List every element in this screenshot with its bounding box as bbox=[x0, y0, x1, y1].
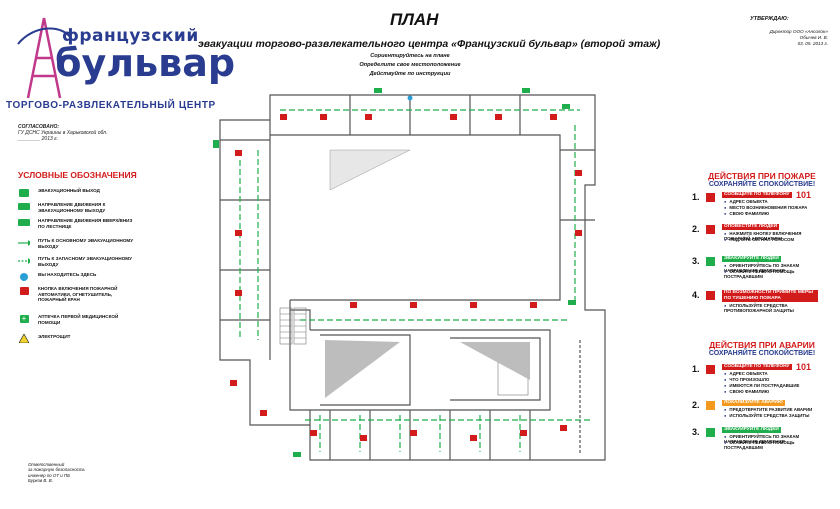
agreed-label: СОГЛАСОВАНО: bbox=[18, 124, 59, 130]
exit-direction-icon bbox=[18, 202, 30, 211]
main-route-arrow-icon bbox=[18, 238, 30, 247]
legend-item: КНОПКА ВКЛЮЧЕНИЯ ПОЖАРНОЙ АВТОМАТИКИ, ОГ… bbox=[18, 286, 138, 303]
fire-step-number: 3. bbox=[692, 256, 700, 266]
phone-icon bbox=[706, 193, 715, 202]
accident-actions-subtitle: СОХРАНЯЙТЕ СПОКОЙСТВИЕ! bbox=[708, 350, 816, 357]
fire-extinguisher-icon bbox=[706, 291, 715, 300]
logo-text-bottom: бульвар bbox=[55, 41, 236, 85]
fire-actions-subtitle: СОХРАНЯЙТЕ СПОКОЙСТВИЕ! bbox=[708, 181, 816, 188]
fire-step-item: ОКАЖИТЕ ПЕРВУЮ ПОМОЩЬ ПОСТРАДАВШИМ bbox=[724, 269, 824, 280]
fire-step-item: ИСПОЛЬЗУЙТЕ СРЕДСТВА ПРОТИВОПОЖАРНОЙ ЗАЩ… bbox=[724, 303, 824, 314]
fire-step-item: СВОЮ ФАМИЛИЮ bbox=[724, 211, 824, 216]
warning-icon bbox=[706, 401, 715, 410]
plan-subtitle: эвакуации торгово-развлекательного центр… bbox=[198, 38, 661, 50]
accident-step-item: ОКАЖИТЕ ПЕРВУЮ ПОМОЩЬ ПОСТРАДАВШИМ bbox=[724, 440, 824, 451]
accident-step-number: 2. bbox=[692, 400, 700, 410]
legend-item-label: АПТЕЧКА ПЕРВОЙ МЕДИЦИНСКОЙ ПОМОЩИ bbox=[38, 314, 119, 325]
exit-icon bbox=[706, 257, 715, 266]
legend-item: ПУТЬ К ЗАПАСНОМУ ЭВАКУАЦИОННОМУ ВЫХОДУ bbox=[18, 256, 138, 267]
legend-title: УСЛОВНЫЕ ОБОЗНАЧЕНИЯ bbox=[18, 170, 137, 180]
approve-name: Обычев И. В. bbox=[799, 35, 828, 40]
legend-item-label: ЭЛЕКТРОЩИТ bbox=[38, 334, 71, 339]
accident-step-item: ЧТО ПРОИЗОШЛО bbox=[724, 377, 824, 382]
agreed-org: ГУ ДСНС Украины в Харьковской обл. bbox=[18, 130, 108, 136]
legend-item: ЭВАКУАЦИОННЫЙ ВЫХОД bbox=[18, 188, 138, 197]
accident-step-number: 1. bbox=[692, 364, 700, 374]
stairs-up-icon bbox=[18, 218, 30, 227]
fire-step-item: ПОДАЙТЕ СИГНАЛ ГОЛОСОМ bbox=[724, 237, 824, 242]
responsible-block: Ответственный за пожарную безопасность и… bbox=[28, 462, 88, 484]
legend-item-label: ПУТЬ К ОСНОВНОМУ ЭВАКУАЦИОННОМУ ВЫХОДУ bbox=[38, 238, 134, 249]
fire-step-heading: ПО ВОЗМОЖНОСТИ ПРИМИТЕ МЕРЫ ПО ТУШЕНИЮ П… bbox=[722, 290, 818, 302]
responsible-line-2: за пожарную безопасность bbox=[28, 467, 85, 473]
logo-subtitle: ТОРГОВО-РАЗВЛЕКАТЕЛЬНЫЙ ЦЕНТР bbox=[6, 100, 216, 111]
first-aid-icon bbox=[706, 428, 715, 437]
approve-block: Директор ООО «Ансолон» Обычев И. В. 03. … bbox=[748, 29, 828, 47]
legend-item-label: ПУТЬ К ЗАПАСНОМУ ЭВАКУАЦИОННОМУ ВЫХОДУ bbox=[38, 256, 132, 267]
legend-item-label: КНОПКА ВКЛЮЧЕНИЯ ПОЖАРНОЙ АВТОМАТИКИ, ОГ… bbox=[38, 286, 118, 303]
approve-label: УТВЕРЖДАЮ: bbox=[750, 16, 789, 22]
fire-step-heading: СООБЩИТЕ ПО ТЕЛЕФОНУ bbox=[722, 192, 792, 198]
accident-actions-title: ДЕЙСТВИЯ ПРИ АВАРИИ bbox=[709, 340, 815, 350]
legend-item: ВЫ НАХОДИТЕСЬ ЗДЕСЬ bbox=[18, 272, 138, 281]
accident-step-number: 3. bbox=[692, 427, 700, 437]
legend-item-label: ВЫ НАХОДИТЕСЬ ЗДЕСЬ bbox=[38, 272, 97, 277]
legend-item-label: НАПРАВЛЕНИЕ ДВИЖЕНИЯ К ЭВАКУАЦИОННОМУ ВЫ… bbox=[38, 202, 106, 213]
instruction-2: Определите свое местоположение bbox=[359, 62, 461, 68]
accident-step-item: СВОЮ ФАМИЛИЮ bbox=[724, 389, 824, 394]
legend-item-label: НАПРАВЛЕНИЕ ДВИЖЕНИЯ ВВЕРХ/ВНИЗ ПО ЛЕСТН… bbox=[38, 218, 133, 229]
accident-step-item: ПРЕДОТВРАТИТЕ РАЗВИТИЕ АВАРИИ bbox=[724, 407, 824, 412]
accident-step-item: АДРЕС ОБЪЕКТА bbox=[724, 371, 824, 376]
fire-step-number: 1. bbox=[692, 192, 700, 202]
instruction-1: Сориентируйтесь на плане bbox=[370, 53, 450, 59]
responsible-line-4: Бурков В. В. bbox=[28, 478, 53, 484]
you-are-here-icon bbox=[18, 272, 30, 281]
fire-step-number: 4. bbox=[692, 290, 700, 300]
accident-step-item: ИМЕЮТСЯ ЛИ ПОСТРАДАВШИЕ bbox=[724, 383, 824, 388]
fire-step-item: АДРЕС ОБЪЕКТА bbox=[724, 199, 824, 204]
accident-step-item: ИСПОЛЬЗУЙТЕ СРЕДСТВА ЗАЩИТЫ bbox=[724, 413, 824, 418]
fire-step-number: 2. bbox=[692, 224, 700, 234]
fire-phone-number: 101 bbox=[796, 190, 812, 200]
accident-phone-number: 101 bbox=[796, 362, 812, 372]
logo-text-top: французский bbox=[62, 26, 199, 46]
eiffel-logo-icon bbox=[17, 17, 73, 99]
legend-item: ЭЛЕКТРОЩИТ bbox=[18, 334, 138, 343]
floor-plan bbox=[213, 88, 606, 461]
legend-item: НАПРАВЛЕНИЕ ДВИЖЕНИЯ К ЭВАКУАЦИОННОМУ ВЫ… bbox=[18, 202, 138, 213]
exit-icon bbox=[18, 188, 30, 197]
spare-route-arrow-icon bbox=[18, 256, 30, 265]
fire-step-heading: ЭВАКУИРУЙТЕ ЛЮДЕЙ bbox=[722, 256, 781, 262]
legend-item: НАПРАВЛЕНИЕ ДВИЖЕНИЯ ВВЕРХ/ВНИЗ ПО ЛЕСТН… bbox=[18, 218, 138, 229]
accident-step-heading: ЭВАКУИРУЙТЕ ЛЮДЕЙ bbox=[722, 427, 781, 433]
responsible-line-3: инженер по ОТ и ПБ bbox=[28, 472, 70, 478]
approve-date: 03. 05. 2013 г. bbox=[797, 41, 828, 46]
first-aid-icon: + bbox=[18, 314, 30, 323]
fire-step-item: МЕСТО ВОЗНИКНОВЕНИЯ ПОЖАРА bbox=[724, 205, 824, 210]
alarm-icon bbox=[706, 225, 715, 234]
agreed-block: СОГЛАСОВАНО: ГУ ДСНС Украины в Харьковск… bbox=[18, 124, 108, 142]
fire-actions-title: ДЕЙСТВИЯ ПРИ ПОЖАРЕ bbox=[708, 171, 816, 181]
electric-hazard-icon bbox=[18, 334, 30, 343]
accident-step-heading: СООБЩИТЕ ПО ТЕЛЕФОНУ bbox=[722, 364, 792, 370]
approve-position: Директор ООО «Ансолон» bbox=[769, 29, 828, 34]
agreed-date: ________ 2013 г. bbox=[18, 136, 59, 142]
legend-item: + АПТЕЧКА ПЕРВОЙ МЕДИЦИНСКОЙ ПОМОЩИ bbox=[18, 314, 138, 325]
fire-step-heading: ОПОВЕСТИТЕ ЛЮДЕЙ bbox=[722, 224, 780, 230]
plan-title: ПЛАН bbox=[390, 10, 439, 29]
phone-icon bbox=[706, 365, 715, 374]
instruction-3: Действуйте по инструкции bbox=[369, 71, 451, 77]
legend-item: ПУТЬ К ОСНОВНОМУ ЭВАКУАЦИОННОМУ ВЫХОДУ bbox=[18, 238, 138, 249]
accident-step-heading: ЛОКАЛИЗУЙТЕ АВАРИЮ bbox=[722, 400, 785, 406]
fire-button-icon bbox=[18, 286, 30, 295]
legend-item-label: ЭВАКУАЦИОННЫЙ ВЫХОД bbox=[38, 188, 100, 193]
responsible-line-1: Ответственный bbox=[28, 462, 65, 467]
